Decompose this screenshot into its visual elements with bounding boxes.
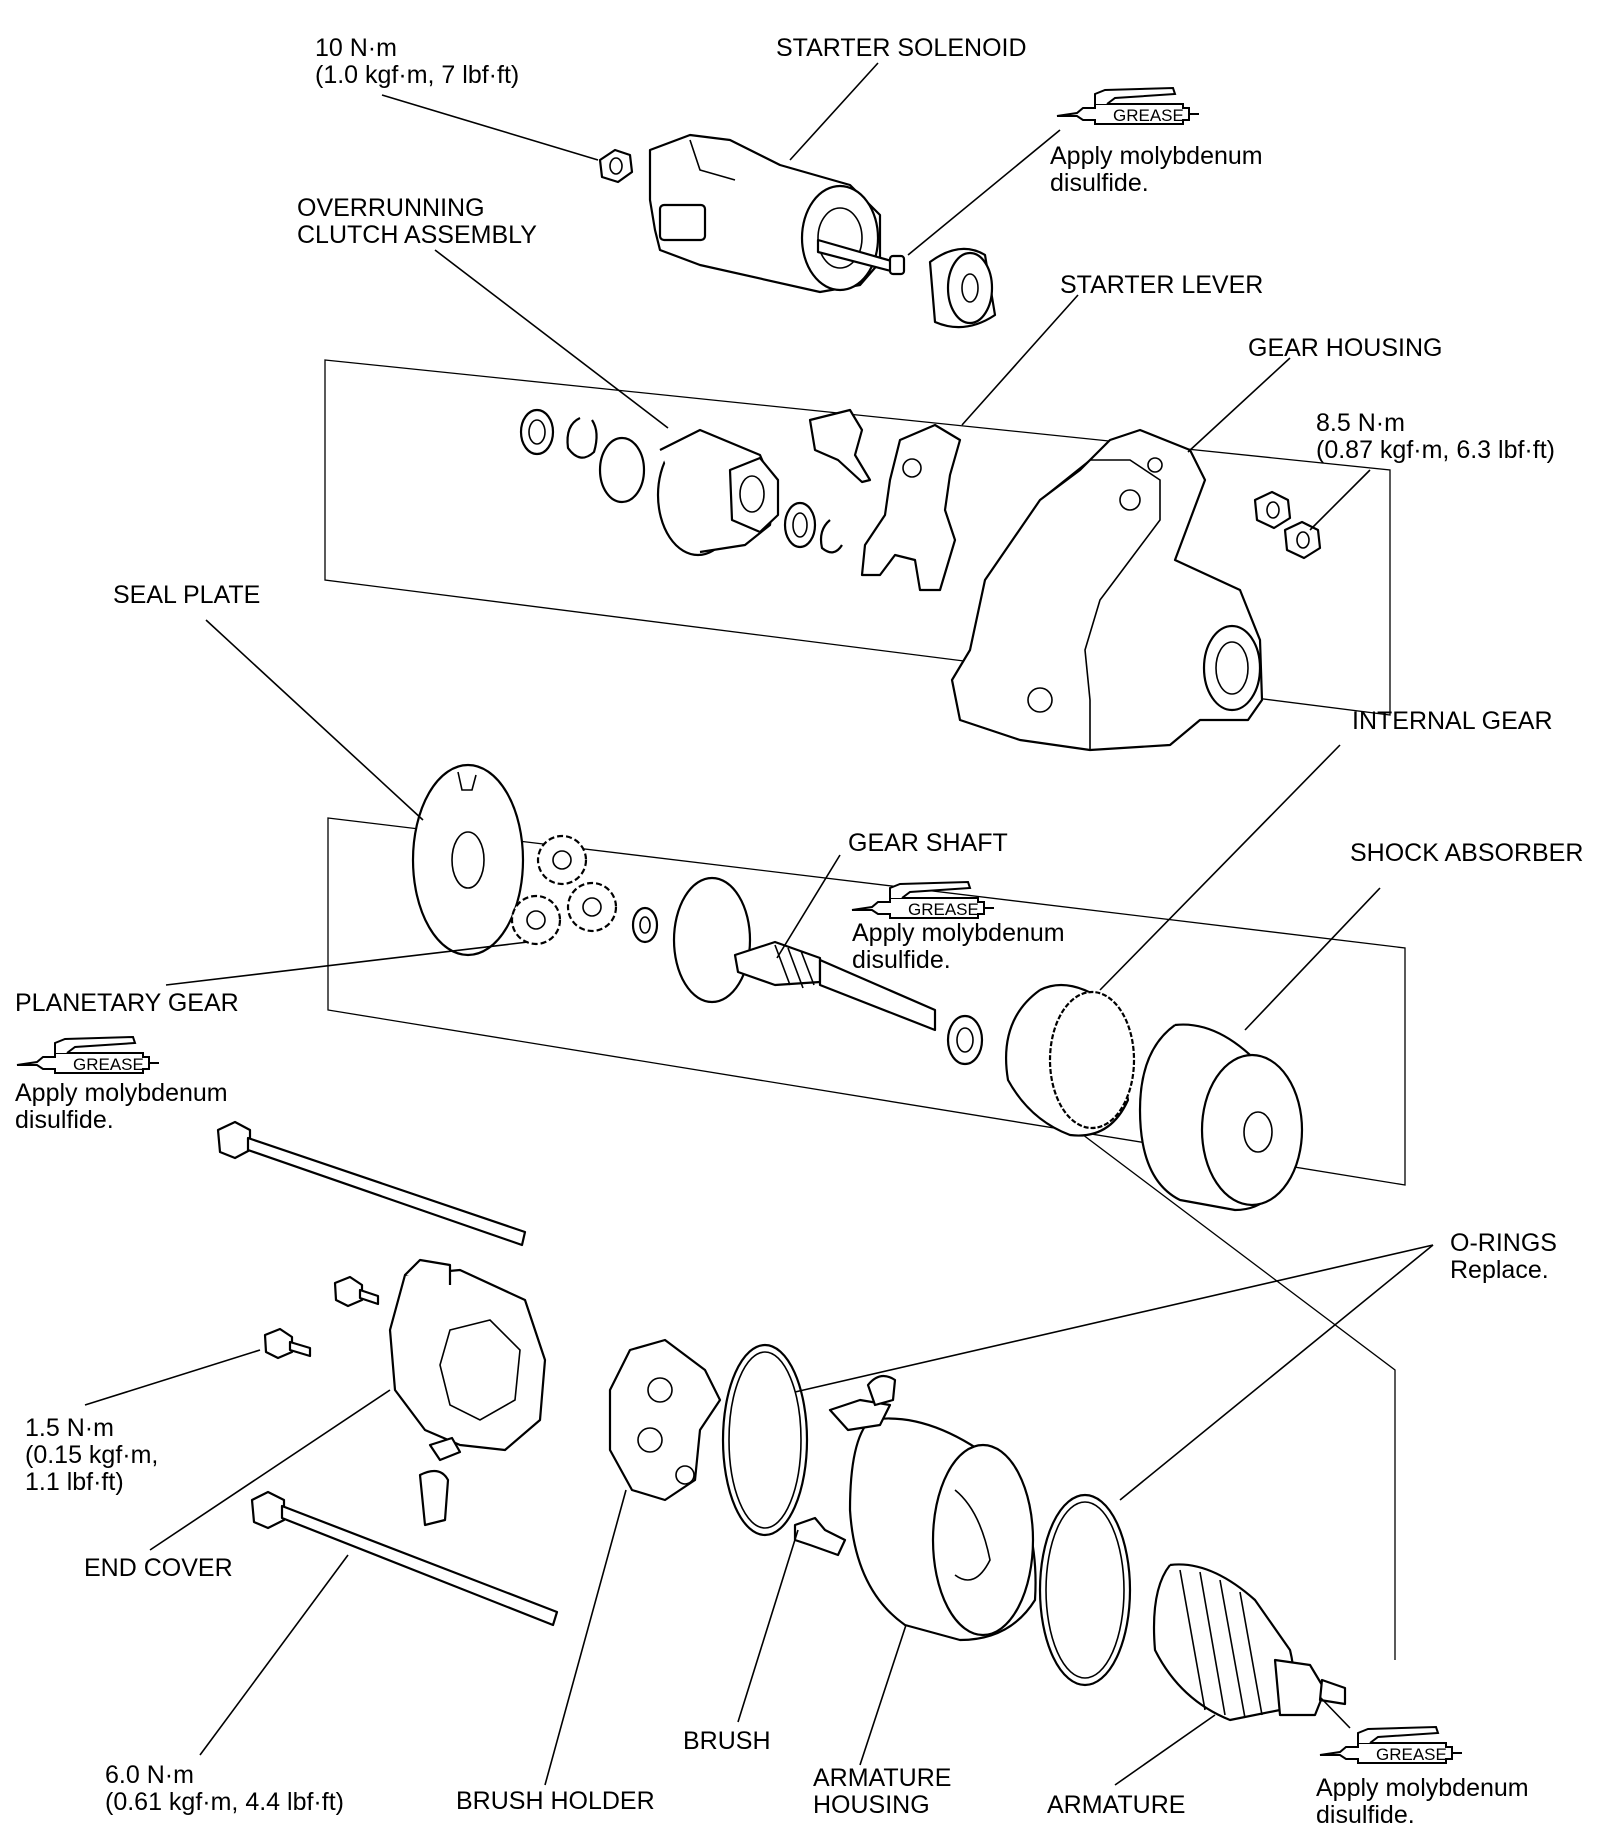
grease-note-planetary: Apply molybdenum disulfide.: [15, 1079, 228, 1134]
grease-gun-icon: GREASE: [851, 881, 995, 919]
clutch-snap-ring-part: [566, 417, 598, 459]
gear-washer-part: [631, 906, 659, 944]
leader-lines: [84, 62, 1434, 1786]
grease-note-solenoid: Apply molybdenum disulfide.: [1050, 142, 1263, 197]
torque-through-bolt-label: 6.0 N·m (0.61 kgf·m, 4.4 lbf·ft): [105, 1761, 344, 1816]
armature-housing-part: [828, 1374, 1037, 1642]
end-cover-bolt-part: [418, 1436, 462, 1527]
solenoid-nut-part: [598, 148, 634, 184]
seal-plate-part: [411, 763, 525, 957]
overrunning-clutch-part: [598, 428, 780, 557]
starter-lever-label: STARTER LEVER: [1060, 271, 1264, 299]
brush-holder-part: [608, 1338, 722, 1502]
shock-absorber-part: [1138, 1023, 1304, 1212]
assembly-frame-lower: [1049, 1109, 1396, 1660]
end-cover-label: END COVER: [84, 1554, 233, 1582]
grease-gun-icon: GREASE: [1056, 87, 1200, 125]
grease-tag-text: GREASE: [1376, 1745, 1447, 1764]
through-bolt-upper-part: [216, 1120, 527, 1247]
overrunning-clutch-label: OVERRUNNING CLUTCH ASSEMBLY: [297, 194, 537, 249]
gear-shaft-washer-part: [946, 1014, 984, 1066]
brush-holder-label: BRUSH HOLDER: [456, 1787, 655, 1815]
gear-shaft-label: GEAR SHAFT: [848, 829, 1008, 857]
grease-tag-text: GREASE: [908, 900, 979, 919]
armature-part: [1152, 1563, 1347, 1722]
gear-housing-label: GEAR HOUSING: [1248, 334, 1443, 362]
planetary-gear-label: PLANETARY GEAR: [15, 989, 239, 1017]
o-ring-1-part: [721, 1343, 809, 1537]
brush-part: [793, 1516, 847, 1557]
grease-note-armature: Apply molybdenum disulfide.: [1316, 1774, 1529, 1829]
gear-housing-part: [950, 428, 1264, 752]
planetary-gear-3-part: [510, 894, 562, 946]
internal-gear-part: [1004, 983, 1136, 1137]
grease-gun-icon: GREASE: [16, 1036, 160, 1074]
o-rings-label: O-RINGS Replace.: [1450, 1229, 1557, 1284]
planetary-gear-1-part: [536, 834, 588, 886]
solenoid-plunger-part: [928, 247, 997, 329]
gear-shaft-part: [672, 876, 937, 1032]
torque-solenoid-label: 10 N·m (1.0 kgf·m, 7 lbf·ft): [315, 34, 520, 89]
grease-tag-text: GREASE: [73, 1055, 144, 1074]
shock-absorber-label: SHOCK ABSORBER: [1350, 839, 1584, 867]
grease-gun-icon: GREASE: [1319, 1726, 1463, 1764]
assembly-frame-middle: [327, 817, 1406, 1186]
armature-label: ARMATURE: [1047, 1791, 1186, 1819]
through-bolt-lower-part: [250, 1490, 559, 1627]
torque-gear-housing-label: 8.5 N·m (0.87 kgf·m, 6.3 lbf·ft): [1316, 409, 1555, 464]
armature-housing-label: ARMATURE HOUSING: [813, 1764, 952, 1819]
assembly-frame-upper: [324, 359, 1391, 716]
o-ring-2-part: [1038, 1493, 1132, 1687]
torque-end-cover-label: 1.5 N·m (0.15 kgf·m, 1.1 lbf·ft): [25, 1414, 159, 1496]
grease-tag-text: GREASE: [1113, 106, 1184, 125]
brush-label: BRUSH: [683, 1727, 771, 1755]
starter-lever-part: [808, 408, 962, 592]
grease-note-gear-shaft: Apply molybdenum disulfide.: [852, 919, 1065, 974]
seal-plate-label: SEAL PLATE: [113, 581, 261, 609]
internal-gear-label: INTERNAL GEAR: [1352, 707, 1553, 735]
starter-solenoid-label: STARTER SOLENOID: [776, 34, 1027, 62]
end-cover-screws-part: [263, 1275, 380, 1360]
clutch-washer-part: [519, 408, 555, 456]
starter-solenoid-part: [648, 133, 906, 294]
planetary-gear-2-part: [566, 881, 618, 933]
gear-housing-nuts-part: [1253, 490, 1322, 560]
end-cover-part: [388, 1258, 547, 1452]
clutch-stop-collar-part: [783, 501, 843, 554]
